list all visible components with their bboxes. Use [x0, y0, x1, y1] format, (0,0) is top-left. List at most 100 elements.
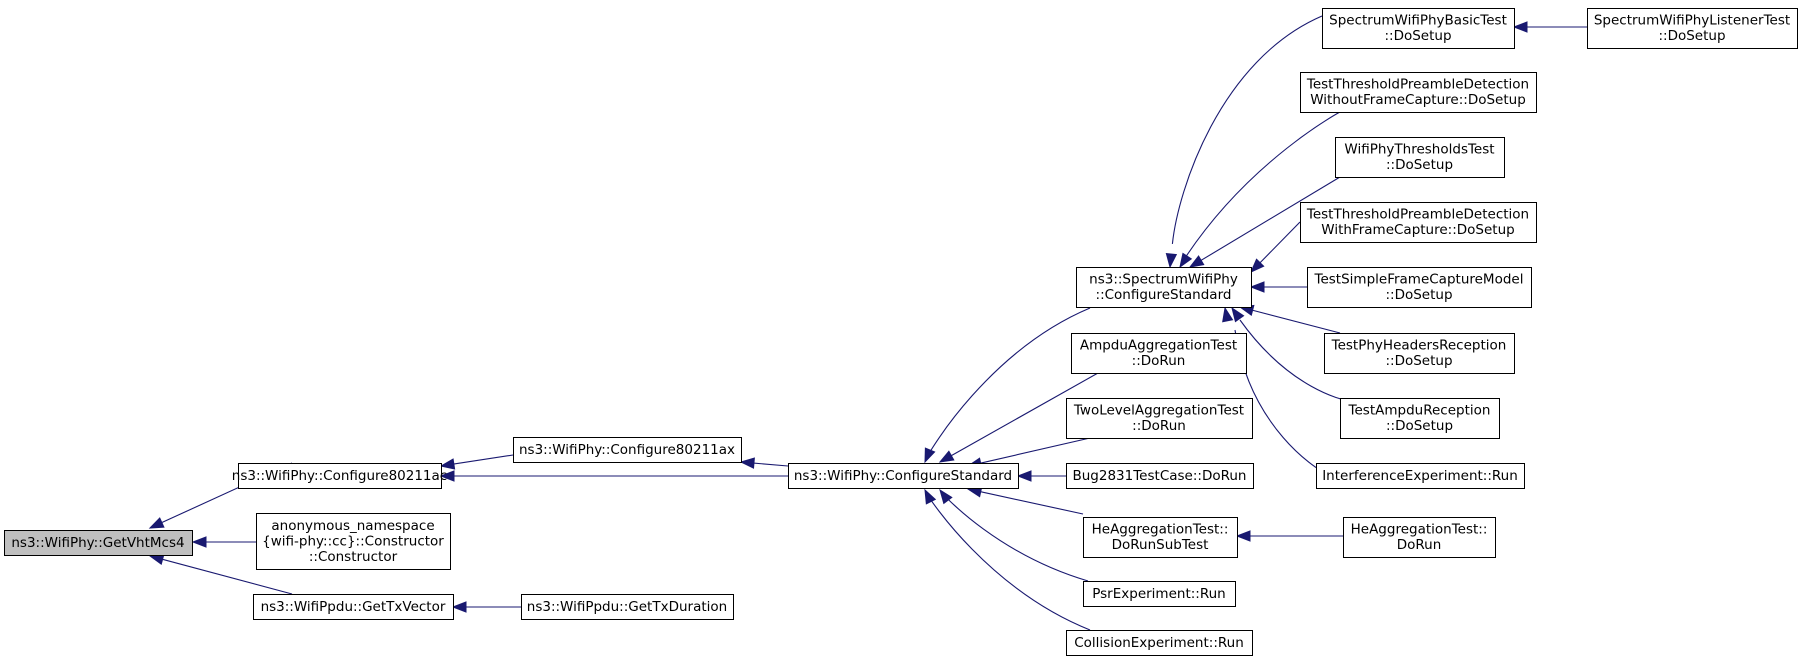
node-label-line: SpectrumWifiPhyBasicTest — [1329, 13, 1507, 29]
node-label-line: ns3::WifiPpdu::GetTxVector — [261, 599, 446, 615]
node-box — [4, 530, 193, 556]
arrowhead — [1235, 530, 1251, 542]
node-label-line: ::DoSetup — [1385, 353, 1452, 369]
arrowhead — [1249, 281, 1265, 293]
node-label-line: TestPhyHeadersReception — [1331, 338, 1507, 354]
arrowhead — [739, 457, 755, 469]
node-label-line: ::DoRun — [1132, 418, 1186, 434]
edge-thresholds-dosetup-to-spectrum-configurestandard — [1188, 176, 1341, 268]
node-label-line: ns3::WifiPhy::Configure80211ax — [519, 442, 735, 458]
edge-line — [1171, 15, 1323, 244]
edge-tpd-with-dosetup-to-spectrum-configurestandard — [1250, 221, 1301, 273]
node-label-line: HeAggregationTest:: — [1092, 522, 1229, 538]
node-bug2831-dorun[interactable]: Bug2831TestCase::DoRun — [1066, 463, 1254, 489]
node-label-line: CollisionExperiment::Run — [1074, 635, 1244, 651]
node-box — [1066, 398, 1253, 439]
edge-bug2831-dorun-to-configurestandard — [1016, 470, 1066, 482]
node-box — [1300, 202, 1537, 243]
arrowhead — [938, 450, 955, 463]
node-label-line: ns3::WifiPhy::Configure80211ac — [232, 468, 447, 484]
node-box — [238, 463, 442, 489]
edge-line — [751, 462, 789, 467]
node-box — [1324, 333, 1515, 374]
node-interference-run[interactable]: InterferenceExperiment::Run — [1316, 463, 1525, 489]
node-box — [1066, 630, 1253, 656]
edge-anon-constructor-to-getvhtmcs4 — [191, 536, 256, 548]
node-box — [1340, 398, 1500, 439]
node-label-line: ::DoSetup — [1386, 418, 1453, 434]
edge-spectrum-listener-dosetup-to-spectrum-basic-dosetup — [1512, 21, 1587, 33]
edge-line — [1250, 309, 1341, 334]
node-gettxduration[interactable]: ns3::WifiPpdu::GetTxDuration — [521, 594, 734, 620]
node-box — [1316, 463, 1525, 489]
node-collision-run[interactable]: CollisionExperiment::Run — [1066, 630, 1253, 656]
node-box — [1083, 517, 1238, 558]
edge-spectrum-basic-dosetup-to-spectrum-configurestandard — [1165, 15, 1323, 269]
node-box — [1335, 137, 1505, 178]
node-configurestandard[interactable]: ns3::WifiPhy::ConfigureStandard — [788, 463, 1019, 489]
node-label-line: TestAmpduReception — [1348, 403, 1491, 419]
arrowhead — [1188, 255, 1205, 268]
node-label-line: ns3::WifiPpdu::GetTxDuration — [527, 599, 727, 615]
arrowhead — [939, 488, 953, 505]
node-spectrum-basic-dosetup[interactable]: SpectrumWifiPhyBasicTest::DoSetup — [1322, 8, 1515, 49]
edge-phyheaders-dosetup-to-spectrum-configurestandard — [1238, 304, 1341, 334]
node-psr-run[interactable]: PsrExperiment::Run — [1083, 581, 1236, 607]
node-label-line: PsrExperiment::Run — [1092, 586, 1225, 602]
node-tpd-with-dosetup[interactable]: TestThresholdPreambleDetectionWithFrameC… — [1300, 202, 1537, 243]
edge-spectrum-configurestandard-to-configurestandard — [924, 307, 1091, 464]
node-box — [1076, 267, 1252, 308]
node-heaggregation-dorunsubtest[interactable]: HeAggregationTest::DoRunSubTest — [1083, 517, 1238, 558]
node-gettxvector[interactable]: ns3::WifiPpdu::GetTxVector — [253, 594, 454, 620]
arrowhead — [1165, 252, 1178, 269]
arrowhead — [439, 470, 455, 482]
node-label-line: WithFrameCapture::DoSetup — [1321, 222, 1514, 238]
node-label-line: DoRun — [1397, 537, 1442, 553]
node-simple-capture-dosetup[interactable]: TestSimpleFrameCaptureModel::DoSetup — [1307, 267, 1532, 308]
node-tpd-without-dosetup[interactable]: TestThresholdPreambleDetectionWithoutFra… — [1300, 72, 1537, 113]
edge-collision-run-to-configurestandard — [924, 488, 1091, 631]
node-label-line: WithoutFrameCapture::DoSetup — [1310, 92, 1526, 108]
node-twolevel-dorun[interactable]: TwoLevelAggregationTest::DoRun — [1066, 398, 1253, 439]
node-ampdu-aggregation-dorun[interactable]: AmpduAggregationTest::DoRun — [1071, 333, 1247, 374]
node-label-line: ::DoSetup — [1384, 28, 1451, 44]
node-box — [253, 594, 454, 620]
node-label-line: TwoLevelAggregationTest — [1073, 403, 1244, 419]
node-box — [1322, 8, 1515, 49]
edge-line — [926, 492, 1091, 631]
node-getvhtmcs4[interactable]: ns3::WifiPhy::GetVhtMcs4 — [4, 530, 193, 556]
arrowhead — [451, 601, 467, 613]
node-configure80211ax[interactable]: ns3::WifiPhy::Configure80211ax — [513, 437, 742, 463]
node-phyheaders-dosetup[interactable]: TestPhyHeadersReception::DoSetup — [1324, 333, 1515, 374]
edge-heaggregation-dorunsubtest-to-configurestandard — [966, 486, 1084, 515]
edge-gettxduration-to-gettxvector — [451, 601, 521, 613]
arrowhead — [1250, 258, 1265, 273]
node-label-line: DoRunSubTest — [1112, 537, 1209, 553]
node-spectrum-listener-dosetup[interactable]: SpectrumWifiPhyListenerTest::DoSetup — [1587, 8, 1798, 49]
node-thresholds-dosetup[interactable]: WifiPhyThresholdsTest::DoSetup — [1335, 137, 1505, 178]
node-label-line: ::ConfigureStandard — [1096, 287, 1232, 303]
node-anon-constructor[interactable]: anonymous_namespace{wifi-phy::cc}::Const… — [256, 513, 451, 570]
node-configure80211ac[interactable]: ns3::WifiPhy::Configure80211ac — [232, 463, 447, 489]
node-box — [1587, 8, 1798, 49]
arrowhead — [1222, 306, 1234, 323]
edge-configure80211ax-to-configure80211ac — [439, 454, 514, 470]
node-spectrum-configurestandard[interactable]: ns3::SpectrumWifiPhy::ConfigureStandard — [1076, 267, 1252, 308]
node-label-line: TestThresholdPreambleDetection — [1306, 207, 1529, 223]
node-box — [1083, 581, 1236, 607]
node-heaggregation-dorun[interactable]: HeAggregationTest::DoRun — [1343, 517, 1496, 558]
arrowhead — [924, 447, 936, 464]
node-label-line: {wifi-phy::cc}::Constructor — [262, 533, 444, 549]
node-label-line: ::DoSetup — [1658, 28, 1725, 44]
edge-configurestandard-to-configure80211ac — [439, 470, 788, 482]
arrowhead — [191, 536, 207, 548]
node-box — [521, 594, 734, 620]
arrowhead — [439, 458, 456, 470]
node-box — [256, 513, 451, 570]
edge-line — [978, 490, 1084, 515]
arrowhead — [1016, 470, 1032, 482]
node-label-line: ::Constructor — [309, 549, 398, 565]
node-ampdu-reception-dosetup[interactable]: TestAmpduReception::DoSetup — [1340, 398, 1500, 439]
edge-line — [160, 558, 293, 595]
arrowhead — [1231, 306, 1245, 323]
